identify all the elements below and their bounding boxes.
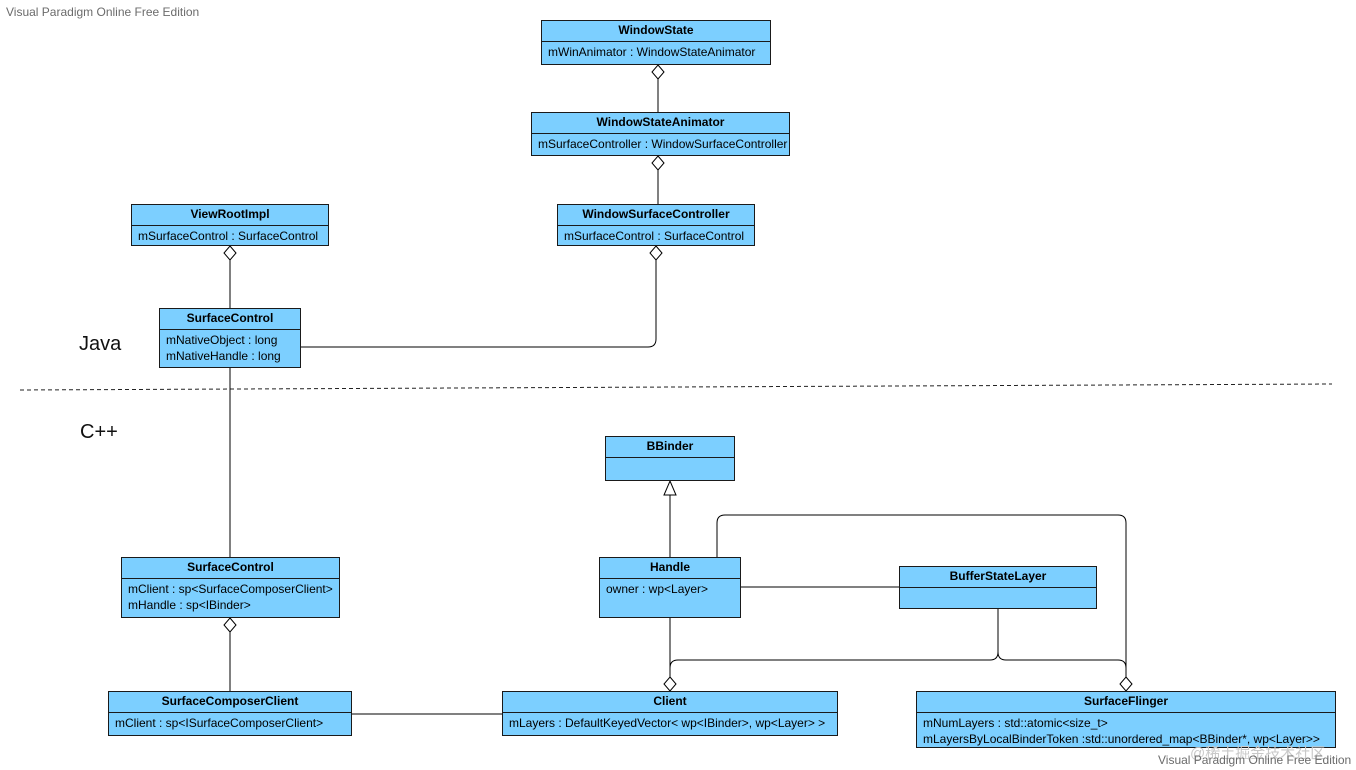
attribute: mNativeObject : long (166, 333, 278, 347)
attribute: mLayersByLocalBinderToken :std::unordere… (923, 732, 1320, 746)
attribute-list: mLayers : DefaultKeyedVector< wp<IBinder… (503, 713, 837, 733)
class-name: ViewRootImpl (132, 205, 328, 226)
attribute: mNumLayers : std::atomic<size_t> (923, 716, 1108, 730)
class-name: SurfaceFlinger (917, 692, 1335, 713)
section-label-java: Java (79, 333, 122, 355)
attribute-list: mNativeObject : long mNativeHandle : lon… (160, 330, 300, 366)
class-bbinder[interactable]: BBinder (605, 436, 735, 481)
class-surface-control-cpp[interactable]: SurfaceControl mClient : sp<SurfaceCompo… (121, 557, 340, 618)
attribute: mWinAnimator : WindowStateAnimator (548, 45, 756, 59)
attribute-list: mWinAnimator : WindowStateAnimator (542, 42, 770, 62)
aggregation-diamond (651, 64, 665, 80)
aggregation-diamond (663, 676, 677, 692)
class-name: WindowState (542, 21, 770, 42)
class-name: WindowStateAnimator (532, 113, 789, 134)
class-name: BBinder (606, 437, 734, 458)
class-surface-flinger[interactable]: SurfaceFlinger mNumLayers : std::atomic<… (916, 691, 1336, 748)
attribute-list (900, 588, 1096, 592)
class-name: SurfaceComposerClient (109, 692, 351, 713)
attribute: mNativeHandle : long (166, 349, 281, 363)
aggregation-diamond (651, 155, 665, 171)
class-buffer-state-layer[interactable]: BufferStateLayer (899, 566, 1097, 609)
attribute: mSurfaceControl : SurfaceControl (138, 229, 319, 243)
attribute-list: mSurfaceControl : SurfaceControl (558, 226, 754, 246)
attribute-list: mSurfaceController : WindowSurfaceContro… (532, 134, 789, 154)
attribute: mLayers : DefaultKeyedVector< wp<IBinder… (509, 716, 826, 730)
attribute-list: owner : wp<Layer> (600, 579, 740, 599)
aggregation-diamond (223, 245, 237, 261)
attribute-list (606, 458, 734, 462)
attribute: mHandle : sp<IBinder> (128, 598, 251, 612)
aggregation-diamond (1119, 676, 1133, 692)
java-cpp-divider (19, 383, 1333, 391)
aggregation-diamond (649, 245, 663, 261)
edge-surfaceflinger-handle[interactable] (716, 514, 1127, 677)
class-window-surface-controller[interactable]: WindowSurfaceController mSurfaceControl … (557, 204, 755, 246)
attribute: mClient : sp<ISurfaceComposerClient> (115, 716, 324, 730)
section-label-cpp: C++ (80, 421, 118, 443)
attribute: mSurfaceControl : SurfaceControl (564, 229, 745, 243)
attribute: mClient : sp<SurfaceComposerClient> (128, 582, 333, 596)
watermark-top: Visual Paradigm Online Free Edition (6, 5, 200, 19)
class-name: SurfaceControl (122, 558, 339, 579)
edge-client-bufferstatelayer[interactable] (669, 609, 999, 677)
attribute: owner : wp<Layer> (606, 582, 709, 596)
class-window-state-animator[interactable]: WindowStateAnimator mSurfaceController :… (531, 112, 790, 156)
class-surface-control-java[interactable]: SurfaceControl mNativeObject : long mNat… (159, 308, 301, 368)
class-client[interactable]: Client mLayers : DefaultKeyedVector< wp<… (502, 691, 838, 736)
attribute-list: mClient : sp<SurfaceComposerClient> mHan… (122, 579, 339, 615)
class-name: SurfaceControl (160, 309, 300, 330)
class-name: Client (503, 692, 837, 713)
watermark-overlay: @稀土掘金技术社区 (1190, 745, 1326, 762)
class-name: Handle (600, 558, 740, 579)
attribute-list: mNumLayers : std::atomic<size_t> mLayers… (917, 713, 1335, 749)
attribute-list: mSurfaceControl : SurfaceControl (132, 226, 328, 246)
class-surface-composer-client[interactable]: SurfaceComposerClient mClient : sp<ISurf… (108, 691, 352, 736)
generalization-arrow (663, 479, 677, 496)
edge-windowsurfacecontroller-surfacecontrol[interactable] (301, 260, 657, 348)
attribute-list: mClient : sp<ISurfaceComposerClient> (109, 713, 351, 733)
class-handle[interactable]: Handle owner : wp<Layer> (599, 557, 741, 618)
class-name: BufferStateLayer (900, 567, 1096, 588)
class-view-root-impl[interactable]: ViewRootImpl mSurfaceControl : SurfaceCo… (131, 204, 329, 246)
class-name: WindowSurfaceController (558, 205, 754, 226)
class-window-state[interactable]: WindowState mWinAnimator : WindowStateAn… (541, 20, 771, 65)
watermark-bottom: Visual Paradigm Online Free Edition (1158, 753, 1352, 767)
edge-surfaceflinger-bufferstatelayer[interactable] (997, 651, 1127, 677)
attribute: mSurfaceController : WindowSurfaceContro… (538, 137, 788, 151)
aggregation-diamond (223, 617, 237, 633)
